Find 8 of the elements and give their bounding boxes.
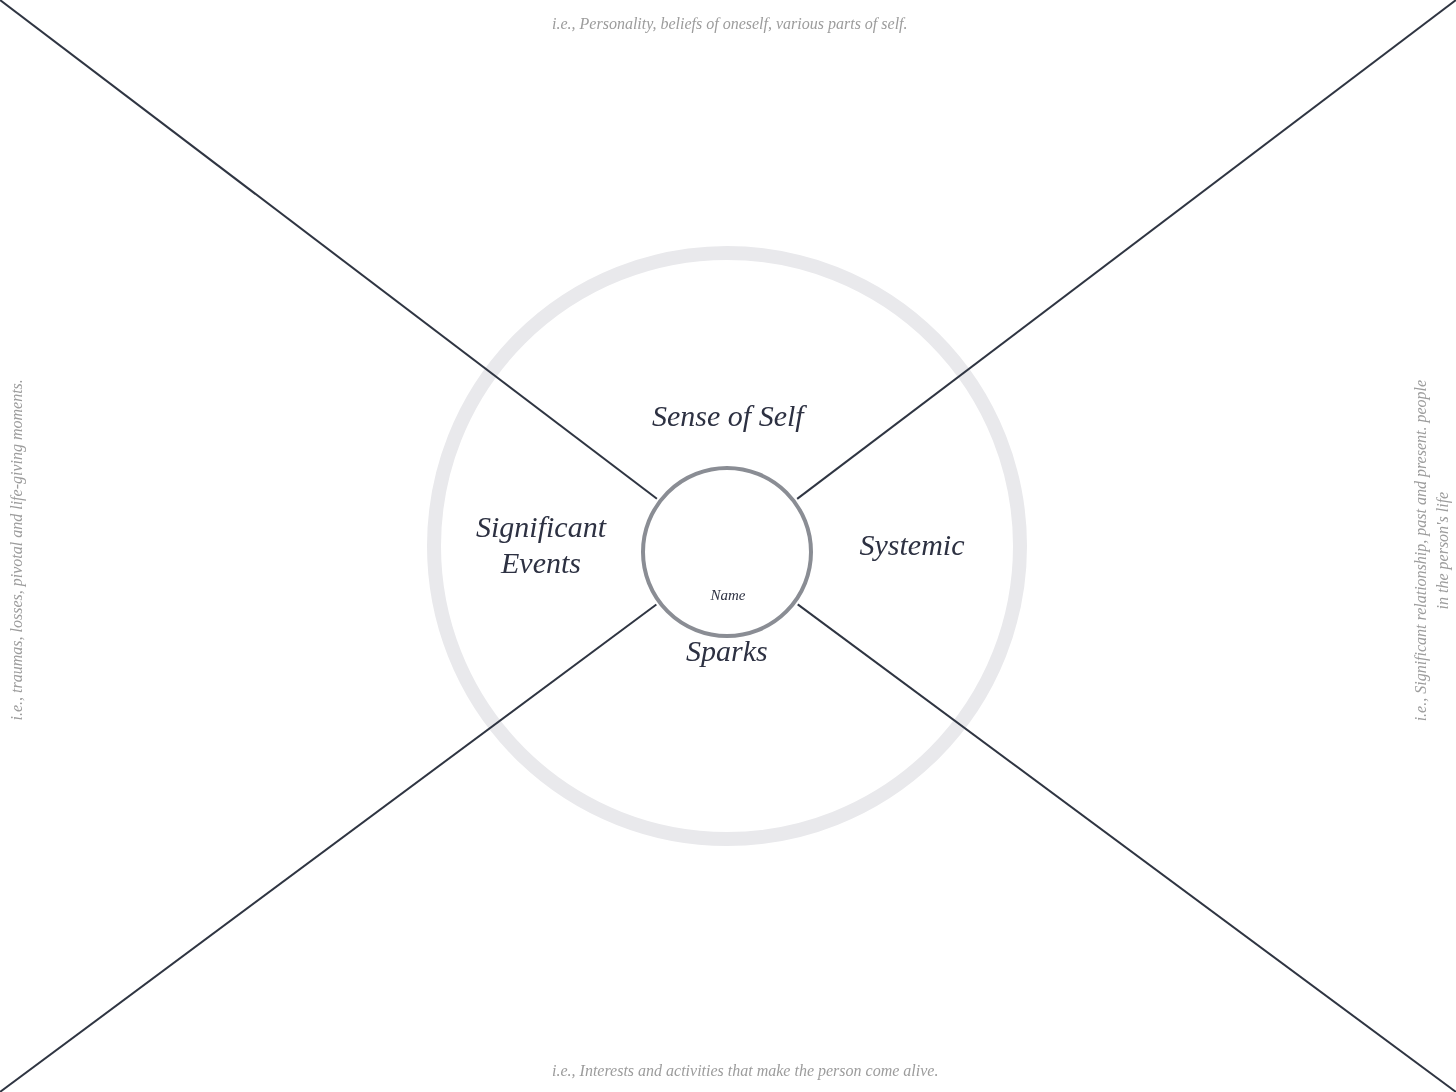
note-text: i.e., traumas, losses, pivotal and life-giving moments. (6, 379, 27, 721)
note-text: i.e., Significant relationship, past and present. people in the person's life (1411, 378, 1453, 723)
note-text: i.e., Interests and activities that make the person come alive. (552, 1061, 939, 1082)
quadrant-label: Significant Events (475, 509, 608, 581)
note-text: i.e., Personality, beliefs of oneself, various parts of self. (552, 14, 908, 35)
quadrant-label: Systemic (859, 527, 965, 563)
quadrant-label: Sparks (686, 633, 768, 669)
center-label: Name (710, 586, 746, 604)
